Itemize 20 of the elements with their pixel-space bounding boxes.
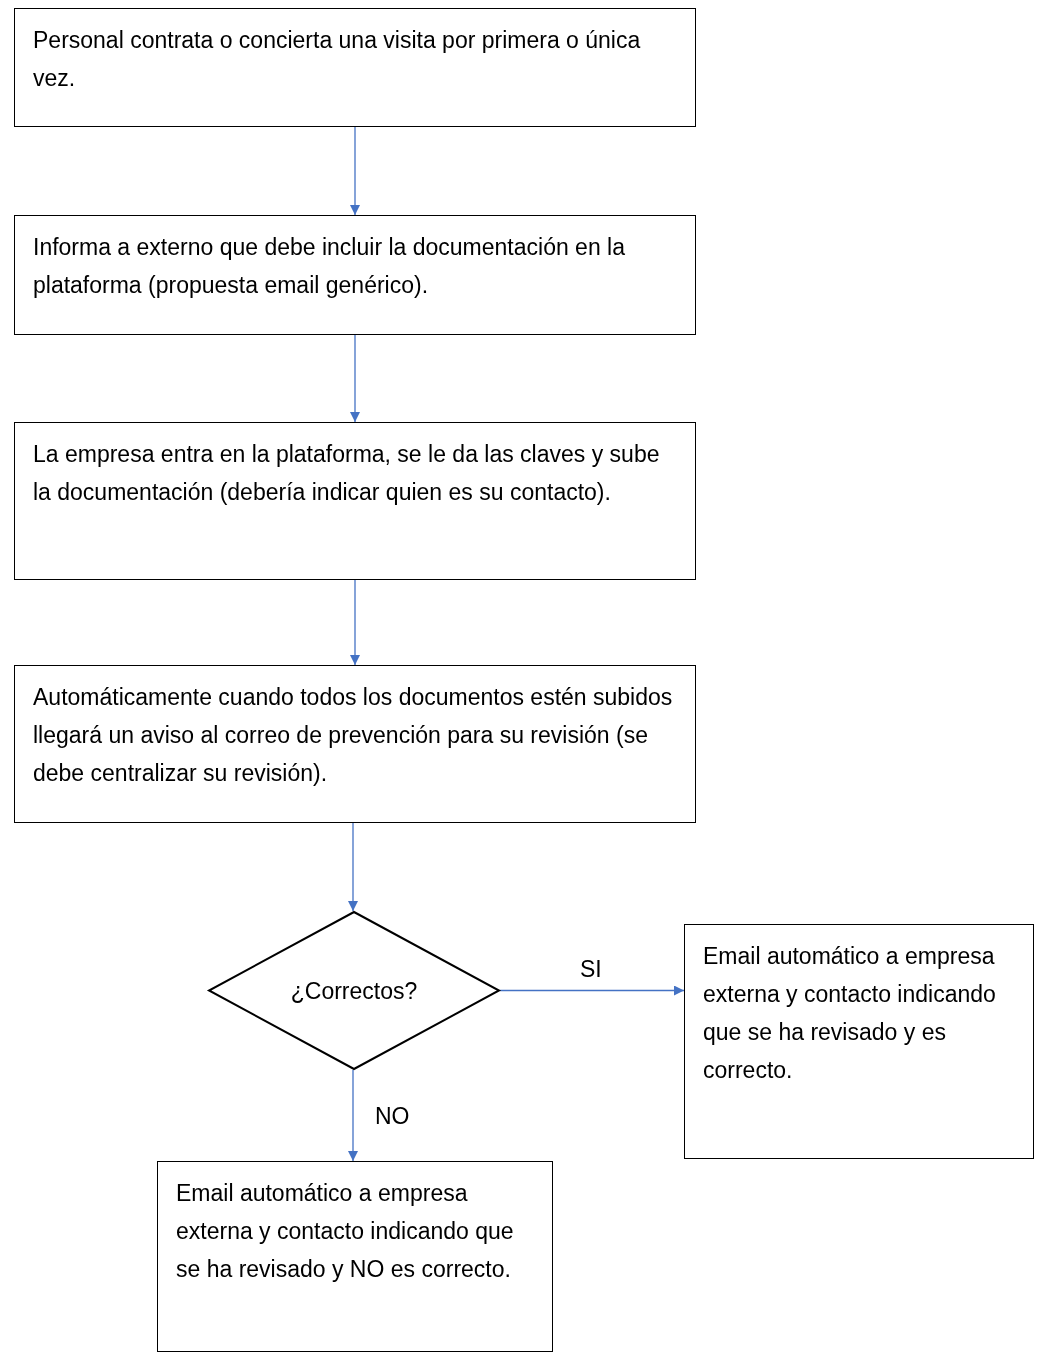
process-box [157, 1161, 553, 1352]
arrow [350, 334, 360, 423]
process-box [14, 665, 696, 823]
process-box [684, 924, 1034, 1159]
arrow [350, 579, 360, 666]
arrow [348, 1069, 358, 1162]
node-text: Informa a externo que debe incluir la documentación en la plataforma (propuesta email genérico). [33, 233, 626, 300]
node-text: La empresa entra en la plataforma, se le da las claves y sube la documentación (debería indicar quien es su contacto). [33, 440, 661, 507]
node-text: Personal contrata o concierta una visita por primera o única vez. [33, 26, 642, 93]
process-box [14, 422, 696, 580]
process-box [14, 8, 696, 127]
arrow [350, 126, 360, 216]
decision-diamond [208, 911, 500, 1070]
node-text: Email automático a empresa externa y contacto indicando que se ha revisado y es correcto. [703, 942, 997, 1085]
node-text: Automáticamente cuando todos los documentos estén subidos llegará un aviso al correo de prevención para su revisión (se debe centralizar su revisión). [33, 683, 674, 788]
node-text: Email automático a empresa externa y contacto indicando que se ha revisado y NO es correcto. [176, 1179, 515, 1284]
arrow [499, 985, 685, 996]
arrow [348, 822, 358, 912]
node-text: ¿Correctos? [290, 976, 418, 1006]
process-box [14, 215, 696, 335]
